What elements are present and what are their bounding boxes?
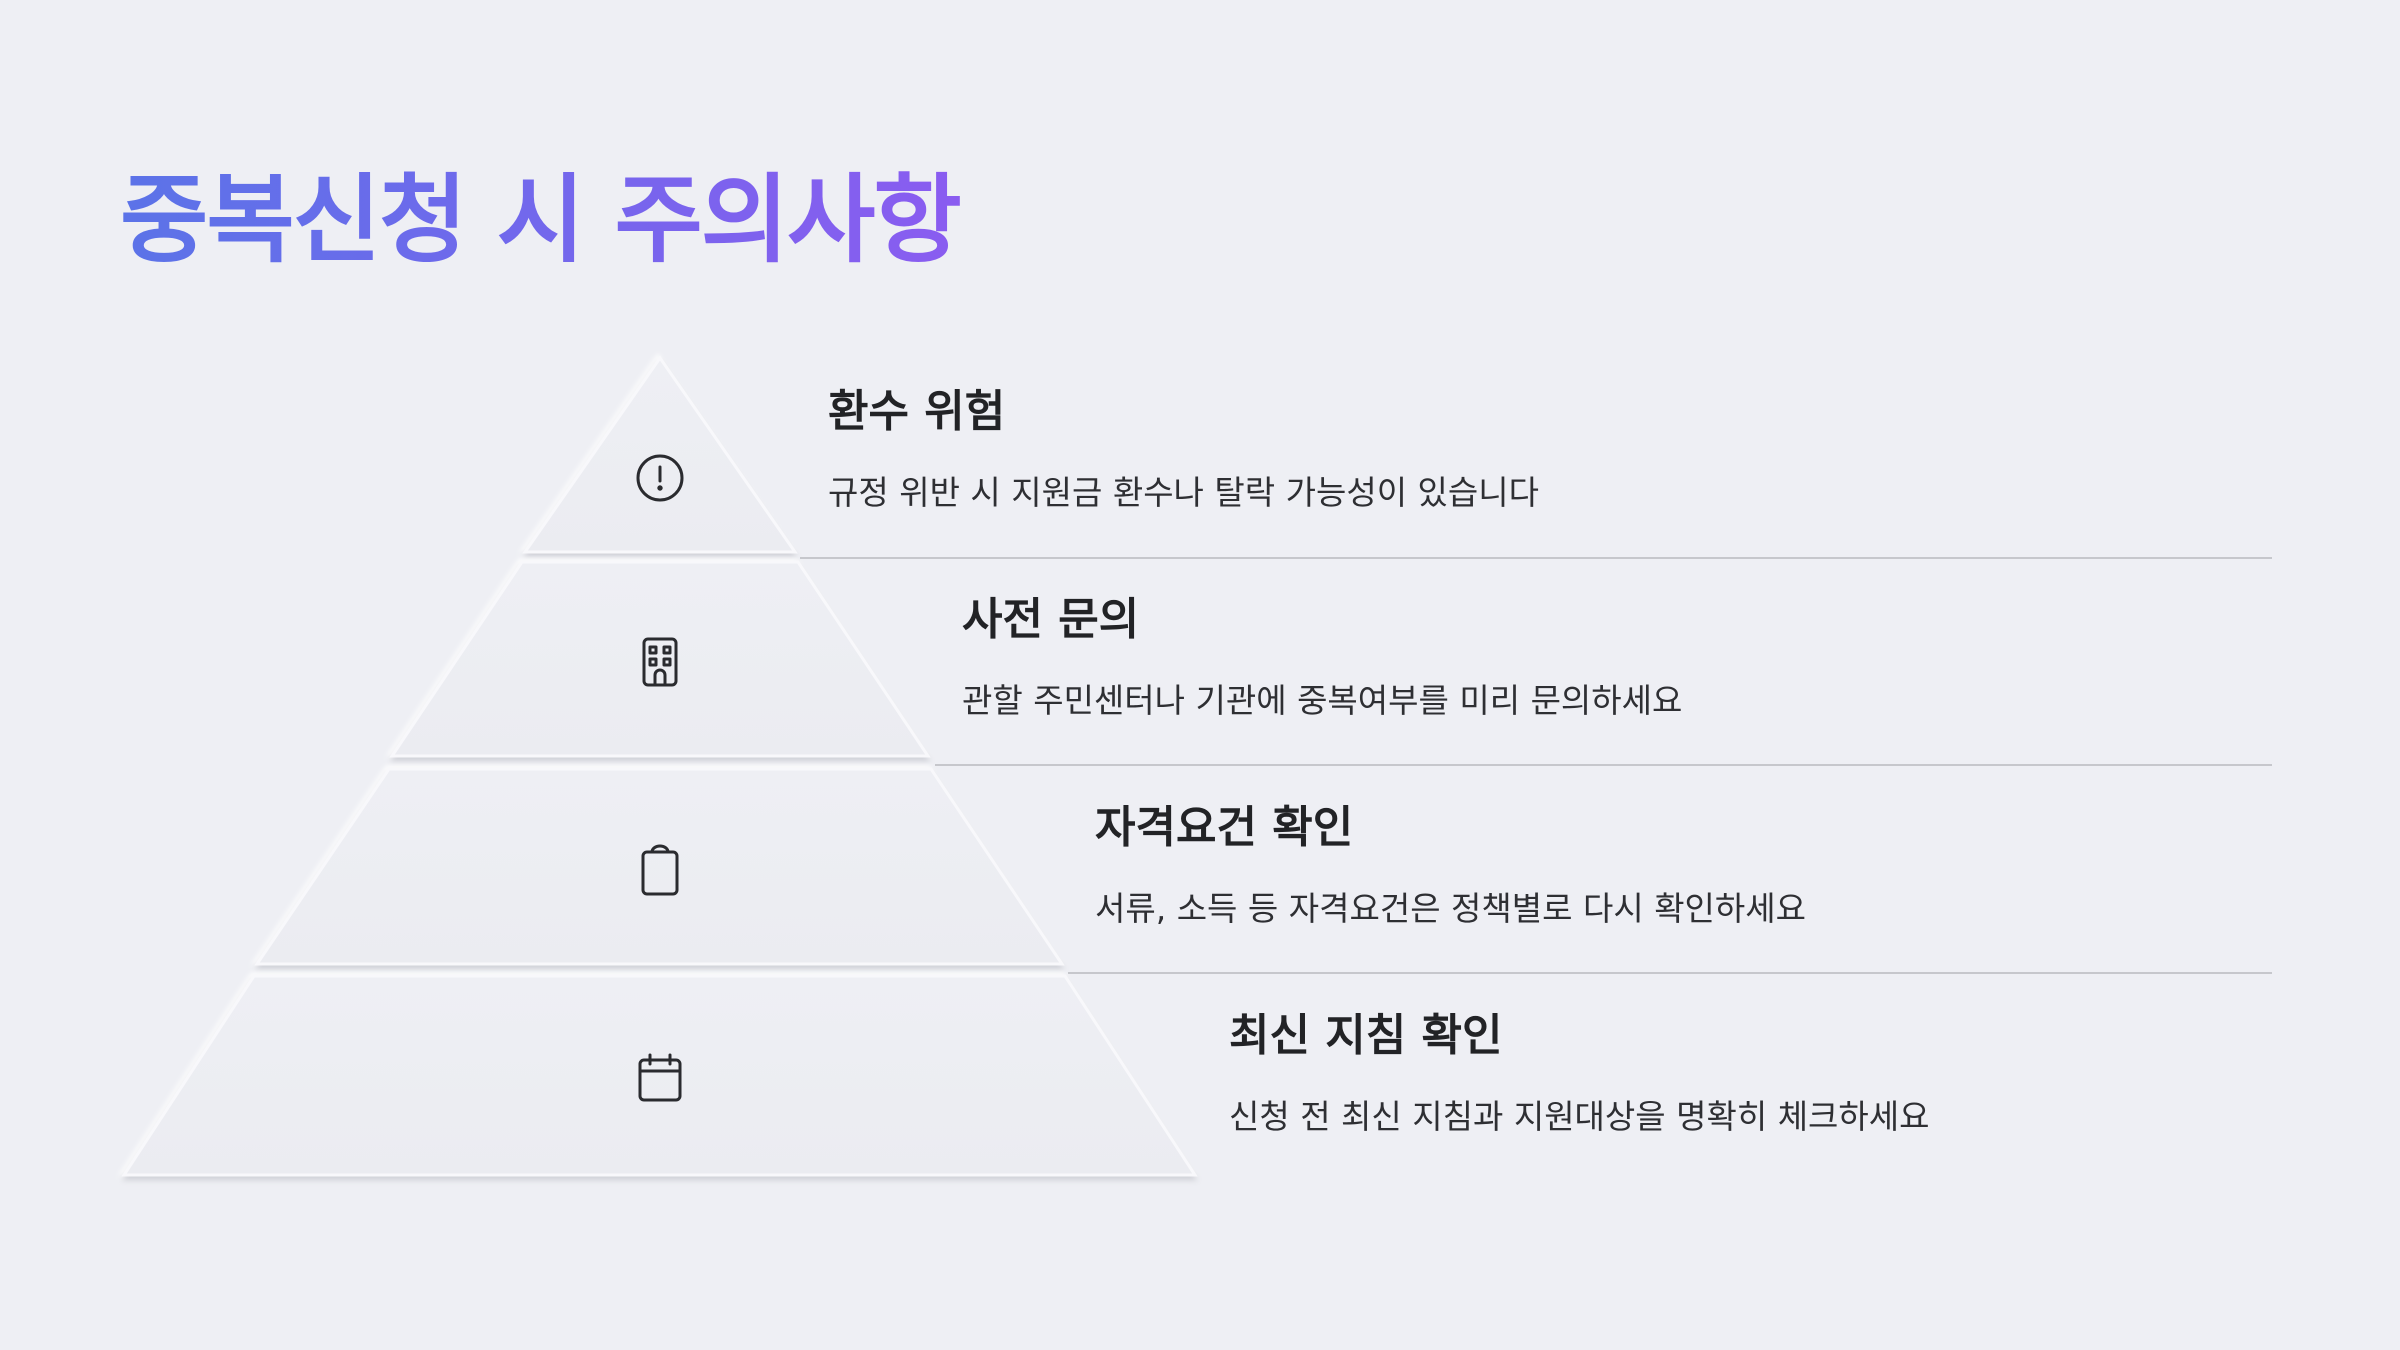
step-description: 규정 위반 시 지원금 환수나 탈락 가능성이 있습니다 bbox=[828, 472, 1539, 512]
step-2: 사전 문의 관할 주민센터나 기관에 중복여부를 미리 문의하세요 bbox=[962, 594, 1682, 720]
step-description: 서류, 소득 등 자격요건은 정책별로 다시 확인하세요 bbox=[1095, 888, 1806, 928]
building-icon bbox=[634, 636, 686, 688]
step-description: 관할 주민센터나 기관에 중복여부를 미리 문의하세요 bbox=[962, 680, 1683, 720]
step-3: 자격요건 확인 서류, 소득 등 자격요건은 정책별로 다시 확인하세요 bbox=[1095, 802, 1806, 928]
pyramid-tier-3 bbox=[254, 767, 1065, 966]
step-heading: 환수 위험 bbox=[828, 386, 1006, 437]
divider bbox=[935, 764, 2272, 766]
step-4: 최신 지침 확인 신청 전 최신 지침과 지원대상을 명확히 체크하세요 bbox=[1229, 1010, 1930, 1136]
step-heading: 사전 문의 bbox=[962, 594, 1140, 645]
step-description: 신청 전 최신 지침과 지원대상을 명확히 체크하세요 bbox=[1229, 1096, 1930, 1136]
divider bbox=[1068, 972, 2272, 974]
alert-circle-icon bbox=[634, 452, 686, 504]
pyramid-tier-2 bbox=[389, 560, 931, 758]
step-heading: 최신 지침 확인 bbox=[1229, 1010, 1503, 1061]
step-1: 환수 위험 규정 위반 시 지원금 환수나 탈락 가능성이 있습니다 bbox=[828, 386, 1539, 512]
calendar-icon bbox=[634, 1052, 686, 1104]
divider bbox=[800, 557, 2272, 559]
page-title: 중복신청 시 주의사항 bbox=[120, 164, 962, 276]
pyramid-tier-4 bbox=[121, 974, 1198, 1177]
clipboard-icon bbox=[634, 844, 686, 896]
step-heading: 자격요건 확인 bbox=[1095, 802, 1354, 853]
